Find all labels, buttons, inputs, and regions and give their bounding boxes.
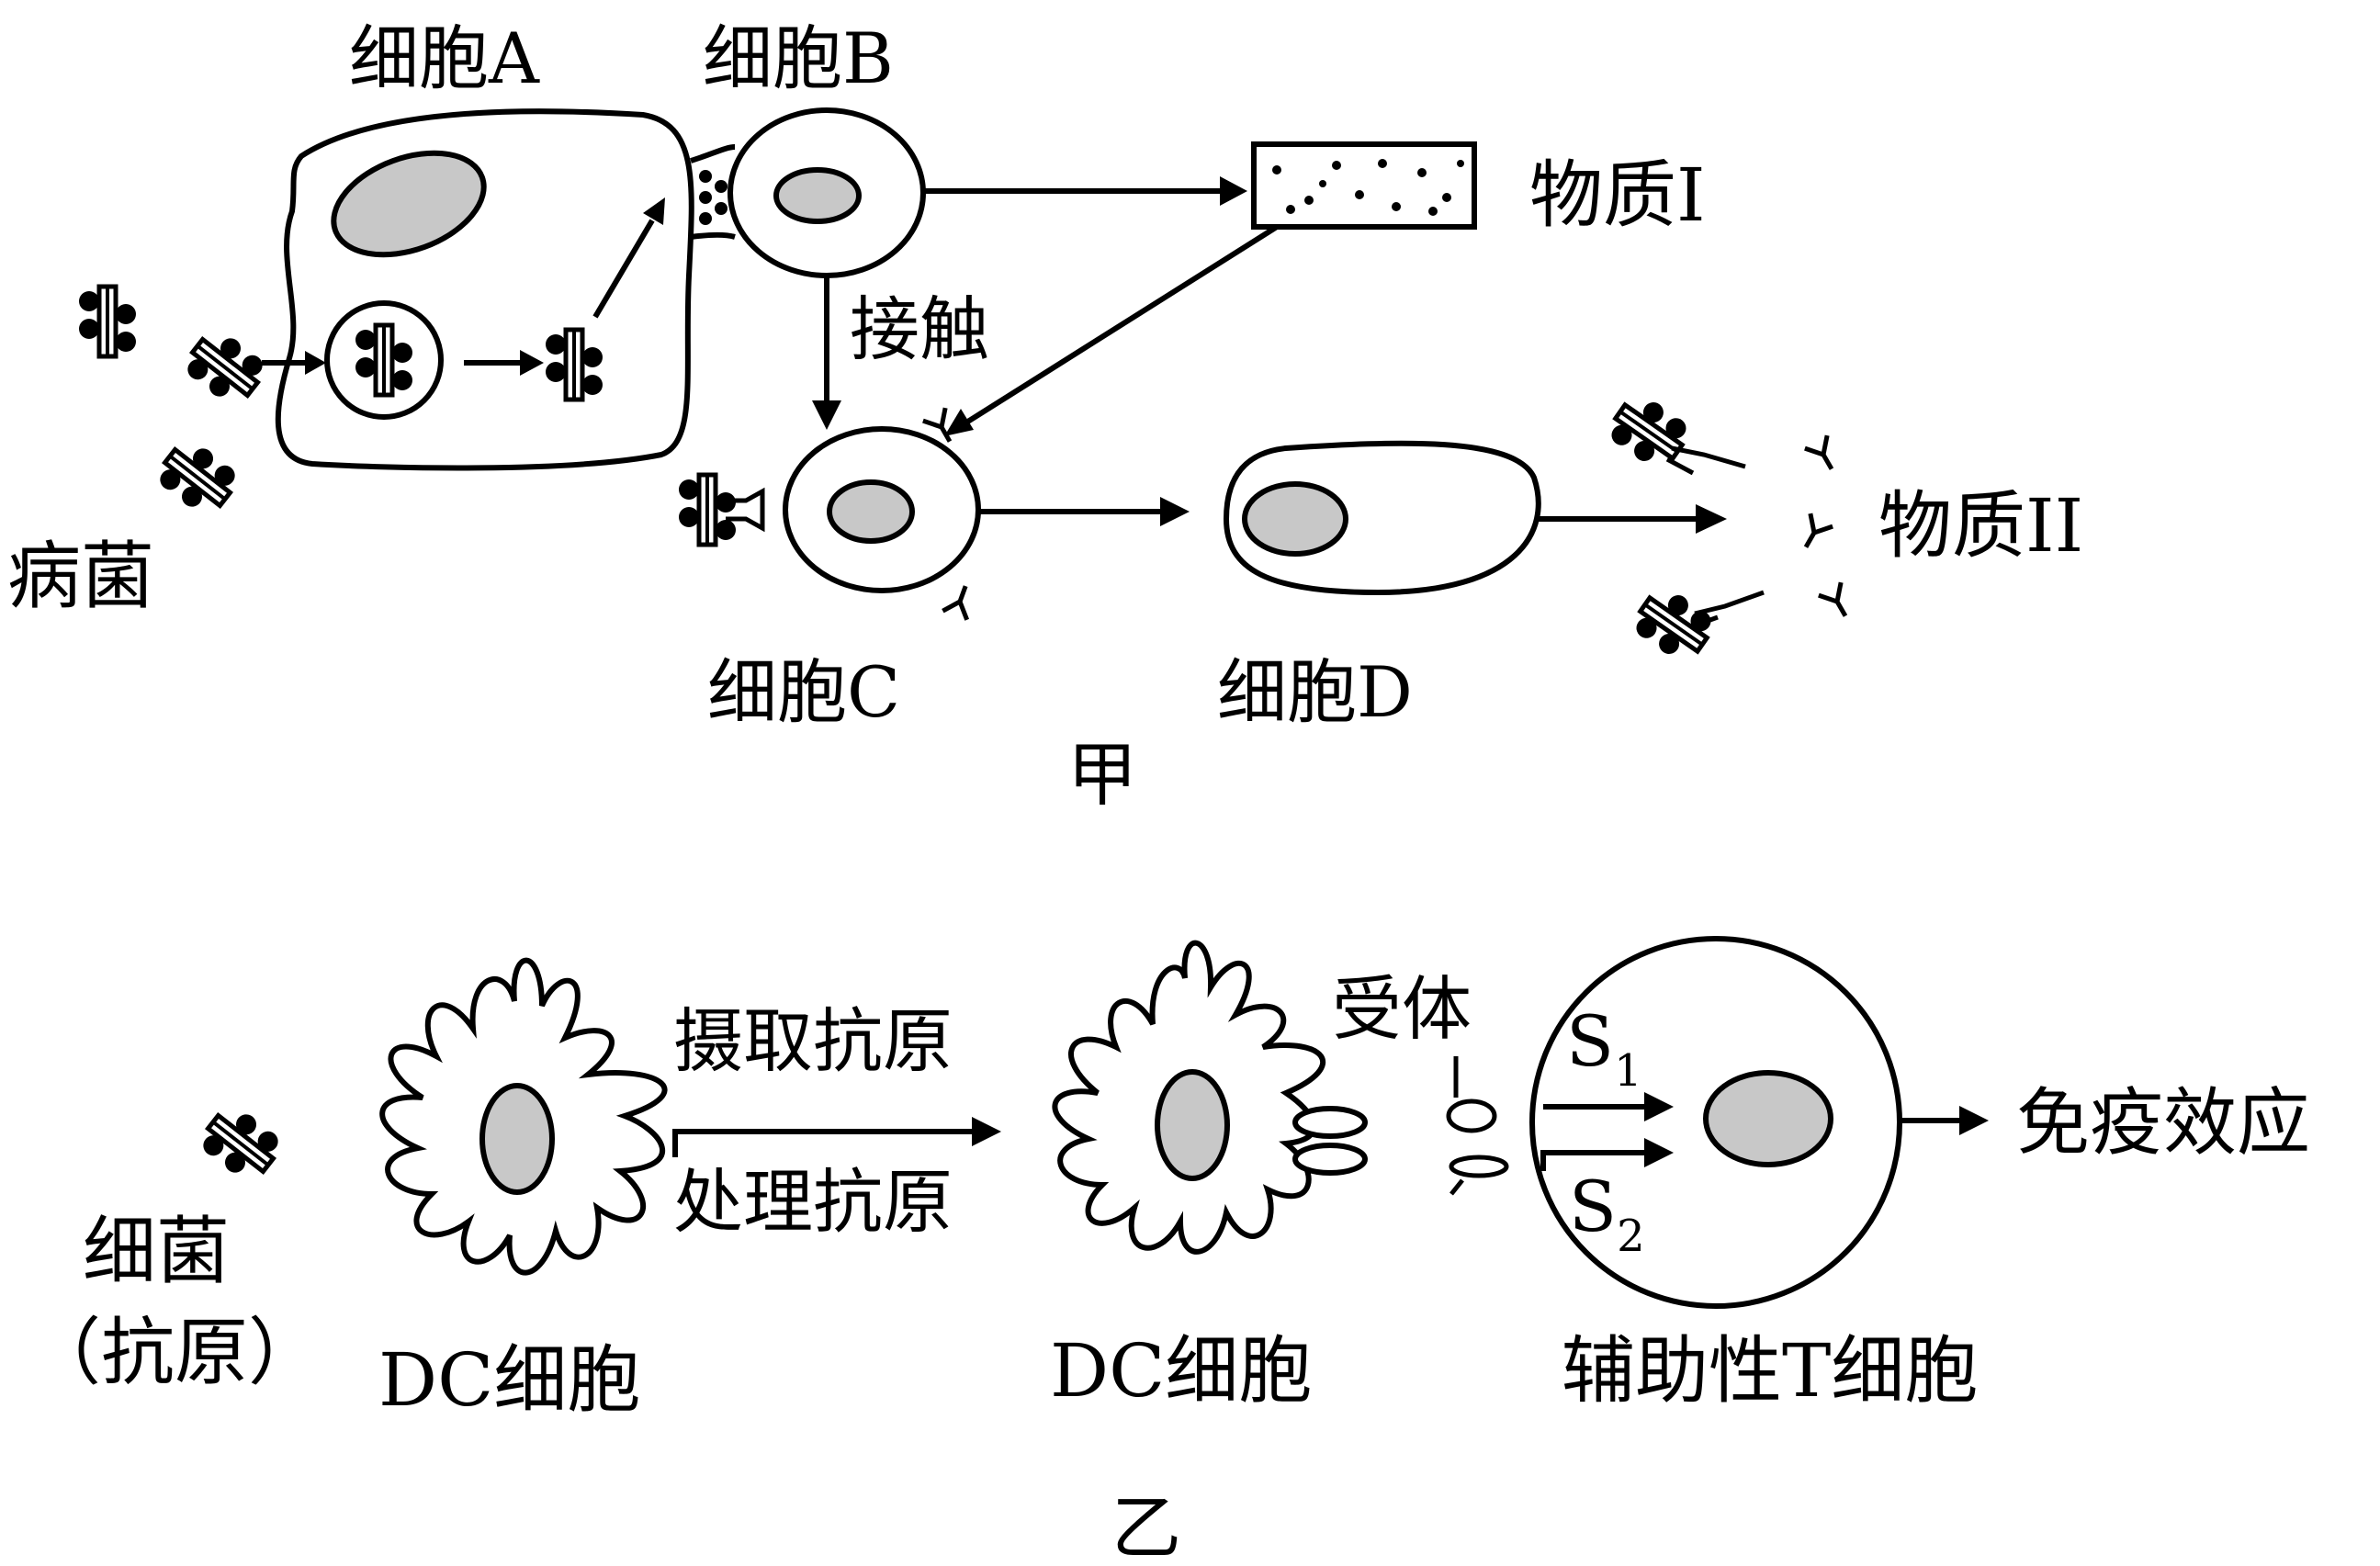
cell-b-label: 细胞B	[703, 17, 894, 99]
signal-s2-arrow	[1540, 1138, 1674, 1171]
cell-c-label: 细胞C	[707, 651, 900, 733]
signal-s2-label: S2	[1569, 1166, 1645, 1262]
cell-d-label: 细胞D	[1217, 651, 1413, 733]
dc-cell-2-label: DC细胞	[1050, 1328, 1312, 1414]
panel-yi: 细菌 （抗原） DC细胞 摄取抗原 处理抗原 DC细胞	[28, 936, 2310, 1566]
process-label: 处理抗原	[673, 1161, 953, 1243]
pathogen-label: 病菌	[7, 534, 154, 619]
antibody-complex-icon	[1604, 389, 1765, 668]
cell-c	[679, 408, 981, 620]
arrow-to-effect	[1900, 1106, 1989, 1135]
antibody-icon	[1795, 435, 1856, 622]
substance-1-box	[1251, 141, 1477, 230]
substance-2-label: 物质II	[1878, 483, 2083, 569]
cell-b	[728, 107, 926, 278]
receptor-icon	[1446, 1056, 1509, 1196]
cell-d	[1223, 440, 1541, 596]
arrow-substance-1-to-cell-c	[944, 224, 1279, 436]
helper-t-cell	[1529, 936, 1902, 1309]
signal-s1-label: S1	[1566, 1000, 1642, 1097]
substance-1-label: 物质I	[1529, 152, 1706, 238]
panel-jia: 细胞A 病菌	[7, 17, 2083, 816]
signal-s1-arrow	[1543, 1092, 1674, 1121]
effect-label: 免疫效应	[2016, 1080, 2310, 1166]
contact-label: 接触	[850, 288, 989, 370]
arrow-c-to-d	[978, 497, 1190, 526]
receptor-label: 受体	[1332, 968, 1472, 1050]
arrow-contact	[812, 276, 841, 430]
bacteria-antigen-label: （抗原）	[28, 1310, 321, 1395]
uptake-label: 摄取抗原	[673, 1000, 953, 1082]
arrow-to-substance-1	[923, 176, 1247, 206]
helper-t-label: 辅助性T细胞	[1562, 1328, 1978, 1414]
bacteria-label: 细菌	[83, 1209, 230, 1294]
cell-a-label: 细胞A	[349, 17, 540, 99]
pathogen-icon	[79, 287, 270, 522]
cell-a	[275, 108, 694, 471]
synapse-dots	[690, 144, 736, 240]
arrow-present	[464, 350, 544, 376]
caption-jia: 甲	[1067, 734, 1137, 816]
arrow-to-cell-b	[592, 197, 665, 319]
arrow-uptake	[262, 351, 326, 375]
dc-cell-2	[1052, 940, 1368, 1255]
caption-yi: 乙	[1111, 1487, 1181, 1566]
dc-cell-1-label: DC细胞	[378, 1337, 640, 1423]
arrow-to-substance-2	[1536, 504, 1727, 534]
dc-cell-1	[379, 957, 668, 1276]
bacteria-icon	[196, 1099, 286, 1188]
arrow-antigen-processing	[672, 1117, 1001, 1157]
